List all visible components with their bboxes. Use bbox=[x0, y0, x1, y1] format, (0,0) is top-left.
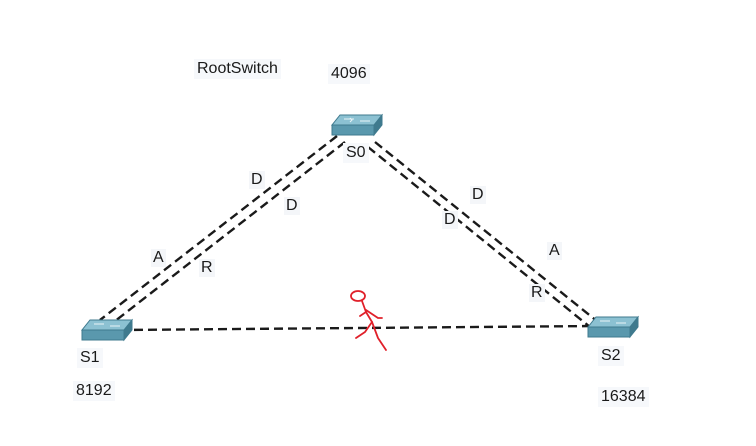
link-s1-s2[interactable] bbox=[119, 324, 597, 332]
port-role-s2-s0-upper: A bbox=[547, 242, 562, 260]
s0-priority-label: 4096 bbox=[328, 64, 370, 84]
red-stick-figure-annotation bbox=[350, 290, 387, 351]
s1-name-label: S1 bbox=[77, 348, 103, 368]
port-role-s0-s2-lower: D bbox=[442, 211, 458, 229]
s1-priority-label: 8192 bbox=[73, 381, 115, 401]
link-s0-s1[interactable] bbox=[99, 135, 346, 326]
link-s0-s2[interactable] bbox=[367, 141, 599, 328]
port-role-s1-s0-upper: A bbox=[151, 249, 166, 267]
root-switch-label: RootSwitch bbox=[194, 59, 281, 79]
port-role-s0-s2-upper: D bbox=[470, 186, 486, 204]
s2-name-label: S2 bbox=[598, 346, 624, 366]
port-role-s0-s1-upper: D bbox=[249, 171, 265, 189]
switch-s1-icon[interactable] bbox=[80, 318, 134, 342]
port-role-s1-s0-lower: R bbox=[199, 259, 215, 277]
switch-s2-icon[interactable] bbox=[586, 315, 640, 339]
s2-priority-label: 16384 bbox=[598, 387, 649, 407]
port-role-s2-s0-lower: R bbox=[529, 284, 545, 302]
switch-s0-icon[interactable] bbox=[330, 113, 384, 137]
port-role-s0-s1-lower: D bbox=[284, 197, 300, 215]
s0-name-label: S0 bbox=[343, 143, 369, 163]
